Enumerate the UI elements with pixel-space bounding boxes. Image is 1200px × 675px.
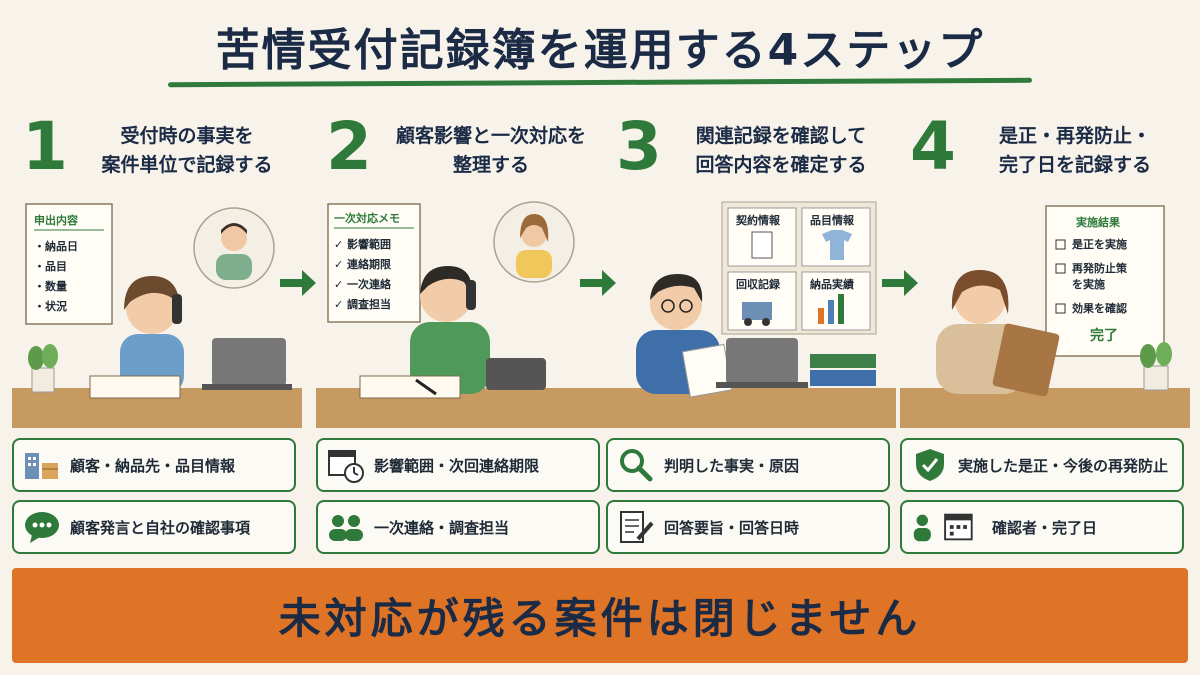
card-contract: 契約情報 — [735, 213, 781, 227]
svg-text:・数量: ・数量 — [34, 279, 67, 293]
svg-text:✓ 一次連絡: ✓ 一次連絡 — [334, 277, 392, 291]
info-box-answer: 回答要旨・回答日時 — [606, 500, 890, 554]
scene-completion: 実施結果 是正を実施 再発防止策 を実施 効果を確認 完了 — [900, 198, 1190, 428]
svg-text:・状況: ・状況 — [34, 299, 67, 313]
info-box-impact: 影響範囲・次回連絡期限 — [316, 438, 600, 492]
building-box-icon — [14, 440, 70, 490]
banner-text: 未対応が残る案件は閉じません — [278, 594, 922, 643]
scene-phone-reception: 申出内容 ・納品日 ・品目 ・数量 ・状況 — [12, 198, 302, 428]
svg-text:✓ 調査担当: ✓ 調査担当 — [334, 297, 391, 311]
closing-banner: 未対応が残る案件は閉じません — [12, 568, 1188, 663]
step-number: 3 — [616, 108, 662, 185]
note-title: 一次対応メモ — [334, 211, 400, 225]
svg-text:を実施: を実施 — [1072, 277, 1105, 291]
card-delivery: 納品実績 — [810, 277, 854, 291]
step-3: 3 関連記録を確認して 回答内容を確定する 契約情報 品目情報 回収記録 納品実… — [606, 110, 896, 430]
step-4: 4 是正・再発防止・ 完了日を記録する 実施結果 是正を実施 再発防止策 を実施… — [900, 110, 1190, 430]
step-number: 2 — [326, 108, 372, 185]
people-icon — [318, 502, 374, 552]
arrow-right-icon — [578, 266, 618, 300]
note-title: 実施結果 — [1076, 215, 1120, 229]
shield-check-icon — [902, 440, 958, 490]
info-box-correction: 実施した是正・今後の再発防止 — [900, 438, 1184, 492]
svg-text:再発防止策: 再発防止策 — [1072, 261, 1128, 275]
done-label: 完了 — [1090, 327, 1118, 344]
card-recovery: 回収記録 — [736, 277, 781, 291]
info-box-customer: 顧客・納品先・品目情報 — [12, 438, 296, 492]
scene-record-check: 契約情報 品目情報 回収記録 納品実績 — [606, 198, 896, 428]
speech-bubble-icon — [14, 502, 70, 552]
document-pen-icon — [608, 502, 664, 552]
page-title: 苦情受付記録簿を運用する4ステップ — [215, 25, 985, 76]
step-heading: 顧客影響と一次対応を 整理する — [395, 125, 586, 176]
step-heading: 関連記録を確認して 回答内容を確定する — [695, 125, 867, 176]
magnifier-icon — [608, 440, 664, 490]
svg-text:✓ 連絡期限: ✓ 連絡期限 — [334, 257, 391, 271]
step-number: 1 — [22, 108, 68, 185]
step-1: 1 受付時の事実を 案件単位で記録する 申出内容 ・納品日 ・品目 ・数量 ・状… — [12, 110, 302, 430]
arrow-right-icon — [278, 266, 318, 300]
person-calendar-icon — [902, 502, 992, 552]
scene-first-response: 一次対応メモ ✓ 影響範囲 ✓ 連絡期限 ✓ 一次連絡 ✓ 調査担当 — [316, 198, 606, 428]
note-title: 申出内容 — [34, 213, 78, 227]
svg-text:・納品日: ・納品日 — [34, 239, 78, 253]
step-number: 4 — [910, 108, 956, 185]
svg-text:・品目: ・品目 — [34, 260, 67, 273]
arrow-right-icon — [880, 266, 920, 300]
title-underline — [167, 77, 1033, 88]
card-item: 品目情報 — [810, 213, 855, 227]
svg-text:✓ 影響範囲: ✓ 影響範囲 — [334, 237, 391, 251]
step-heading: 是正・再発防止・ 完了日を記録する — [998, 125, 1151, 176]
info-box-completion: 確認者・完了日 — [900, 500, 1184, 554]
step-2: 2 顧客影響と一次対応を 整理する 一次対応メモ ✓ 影響範囲 ✓ 連絡期限 ✓… — [316, 110, 606, 430]
info-box-contact: 一次連絡・調査担当 — [316, 500, 600, 554]
calendar-clock-icon — [318, 440, 374, 490]
info-box-facts: 判明した事実・原因 — [606, 438, 890, 492]
svg-text:効果を確認: 効果を確認 — [1072, 301, 1127, 315]
svg-text:是正を実施: 是正を実施 — [1071, 237, 1127, 251]
step-heading: 受付時の事実を 案件単位で記録する — [101, 125, 273, 176]
info-box-statements: 顧客発言と自社の確認事項 — [12, 500, 296, 554]
